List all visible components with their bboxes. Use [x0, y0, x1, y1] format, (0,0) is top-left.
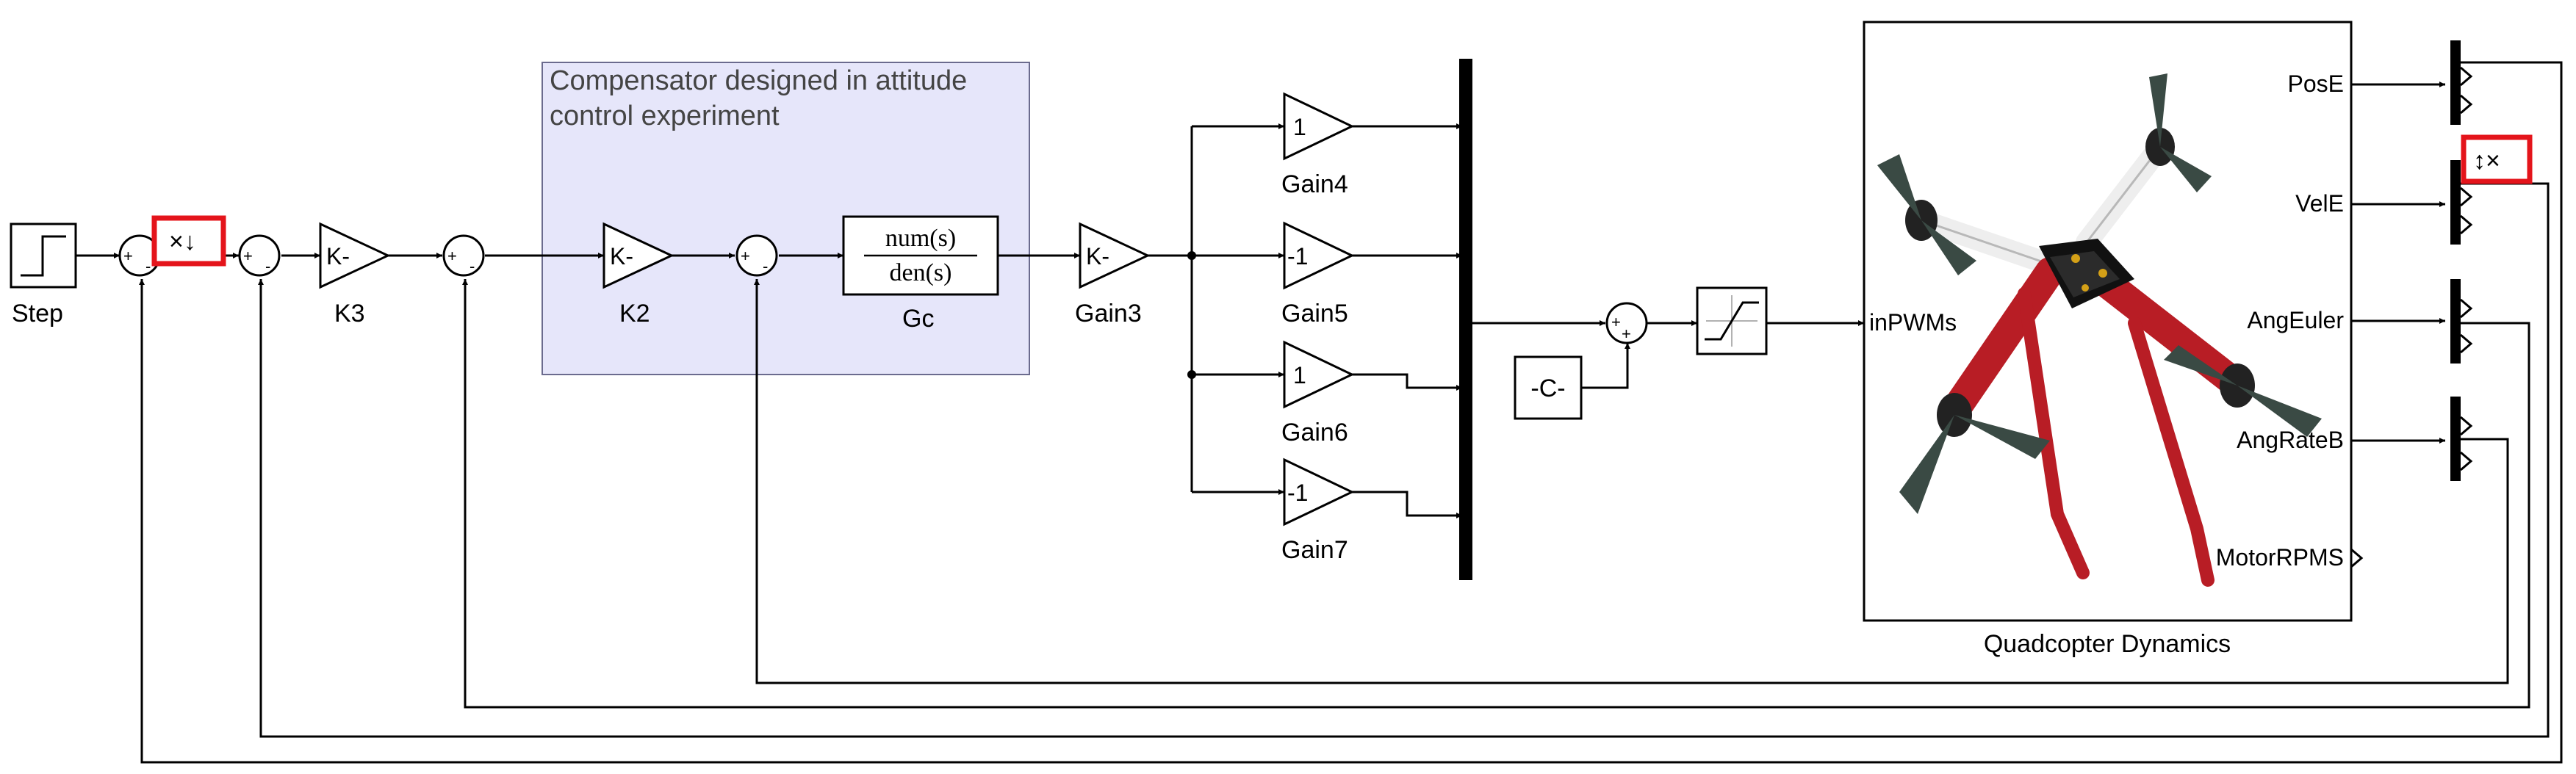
wire-gain6-to-mux — [1352, 373, 1462, 391]
gain3-label: Gain3 — [1075, 300, 1142, 328]
demux-angeuler-block[interactable] — [2450, 279, 2473, 364]
sum1-sign-plus: + — [123, 247, 133, 265]
sum5-sign-plus-1: + — [1611, 313, 1621, 331]
demux-pose-block[interactable] — [2450, 40, 2473, 125]
constant-block[interactable]: -C- — [1514, 355, 1583, 420]
sum3-sign-plus: + — [447, 247, 457, 265]
saturation-block[interactable] — [1696, 286, 1768, 355]
signal-marker-2-glyph: ↕× — [2473, 147, 2500, 175]
demux-vele-block[interactable] — [2450, 160, 2473, 245]
demux-angrateb-block[interactable] — [2450, 397, 2473, 481]
motorrpms-port-chevron — [2350, 548, 2364, 568]
gain-k3-block[interactable]: K- — [319, 222, 391, 289]
compensator-area-text-2: control experiment — [550, 101, 780, 131]
sum2-sign-minus: - — [265, 257, 270, 275]
gc-denominator: den(s) — [890, 259, 952, 286]
sum1-sign-minus: - — [145, 257, 151, 275]
gain6-value: 1 — [1293, 362, 1306, 388]
feedback-wire-outer — [139, 61, 2563, 764]
sum4-sign-minus: - — [763, 257, 768, 275]
quad-block-label: Quadcopter Dynamics — [1984, 630, 2231, 658]
junction-dot-2 — [1187, 370, 1196, 379]
gain5-label: Gain5 — [1281, 300, 1348, 328]
gain4-label: Gain4 — [1281, 170, 1348, 198]
step-label: Step — [12, 300, 63, 328]
feedback-wire-euler — [462, 279, 2530, 709]
gain-k2-value: K- — [610, 243, 633, 270]
feedback-wire-rate — [754, 279, 2509, 684]
quadcopter-dynamics-block[interactable]: inPWMs PosE VelE AngEuler AngRateB Motor… — [1863, 21, 2364, 622]
quad-output-pose-label: PosE — [2288, 70, 2344, 97]
gain7-label: Gain7 — [1281, 536, 1348, 564]
gc-transfer-fcn-block[interactable]: num(s) den(s) — [842, 215, 999, 296]
wire-const-to-sum5 — [1581, 343, 1630, 389]
gain3-value: K- — [1086, 243, 1109, 270]
signal-marker-1[interactable]: ×↓ — [151, 215, 226, 267]
quad-output-angrateb-label: AngRateB — [2237, 427, 2344, 453]
sum4-sign-plus: + — [741, 247, 750, 265]
gc-label: Gc — [902, 305, 934, 333]
gain7-block[interactable]: -1 — [1283, 457, 1355, 527]
sum2-sign-plus: + — [243, 247, 253, 265]
quad-output-angeuler-label: AngEuler — [2247, 307, 2344, 333]
step-block[interactable] — [10, 223, 77, 289]
sum5-block[interactable]: + + — [1605, 302, 1648, 344]
gain4-value: 1 — [1293, 114, 1306, 140]
quad-output-motorrpms-label: MotorRPMS — [2216, 544, 2344, 571]
gain4-block[interactable]: 1 — [1283, 92, 1355, 161]
compensator-area-border — [542, 62, 1030, 375]
mux-block[interactable] — [1459, 59, 1472, 580]
gain7-value: -1 — [1287, 480, 1308, 506]
wire-gain7-to-mux — [1352, 491, 1462, 518]
sum5-sign-plus-2: + — [1622, 325, 1631, 343]
gain3-block[interactable]: K- — [1079, 222, 1151, 289]
quadcopter-picture — [1877, 73, 2322, 587]
gain-k3-value: K- — [326, 243, 350, 270]
signal-marker-1-glyph: ×↓ — [169, 228, 196, 256]
quad-input-port-label: inPWMs — [1869, 309, 1957, 336]
gain6-label: Gain6 — [1281, 419, 1348, 446]
compensator-area-text-1: Compensator designed in attitude — [550, 65, 967, 96]
sum3-sign-minus: - — [469, 257, 475, 275]
gain-k2-block[interactable]: K- — [602, 222, 674, 289]
gain-k3-label: K3 — [334, 300, 365, 328]
quad-output-vele-label: VelE — [2295, 190, 2344, 217]
gain5-block[interactable]: -1 — [1283, 221, 1355, 290]
sum4-block[interactable]: + - — [735, 234, 778, 277]
gain-k2-label: K2 — [619, 300, 650, 328]
gc-numerator: num(s) — [885, 225, 956, 252]
sum2-block[interactable]: + - — [238, 234, 281, 277]
signal-marker-2[interactable]: ↕× — [2461, 134, 2533, 184]
junction-dot-1 — [1187, 251, 1196, 260]
sum3-block[interactable]: + - — [442, 234, 485, 277]
constant-value: -C- — [1530, 375, 1565, 402]
gain5-value: -1 — [1287, 243, 1308, 270]
gain6-block[interactable]: 1 — [1283, 340, 1355, 409]
